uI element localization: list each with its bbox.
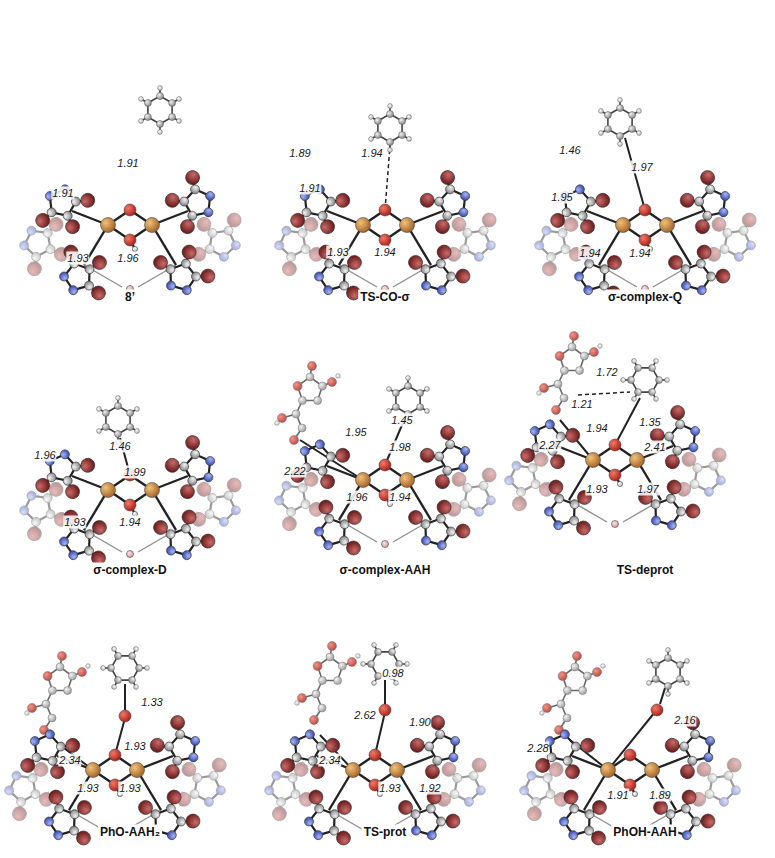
bond-length: 1.91 — [51, 187, 74, 200]
bond-length: 1.93 — [123, 740, 146, 753]
dicopper-complex — [531, 166, 761, 305]
dicopper-complex — [16, 431, 246, 570]
bond-length: 1.95 — [344, 426, 367, 439]
benzene — [621, 359, 670, 402]
bond-length: 2.22 — [283, 465, 306, 478]
bond-length: 1.35 — [638, 416, 661, 429]
bond-length: 1.93 — [66, 252, 89, 265]
c-o-bond — [660, 688, 665, 704]
bond-length: 1.91 — [298, 182, 321, 195]
ascorbic-acid — [275, 362, 341, 445]
bond-length: 1.92 — [418, 782, 441, 795]
benzene — [647, 648, 690, 697]
c-o-bond — [625, 138, 645, 210]
dicopper-complex — [1, 711, 231, 850]
bond-length: 1.99 — [123, 466, 146, 479]
oxygen — [119, 710, 131, 722]
bond-length: 2.34 — [58, 754, 81, 767]
bond-length: 1.94 — [388, 491, 411, 504]
bond-length: 1.94 — [118, 516, 141, 529]
bond-length: 1.95 — [550, 191, 573, 204]
bond-length: 1.93 — [326, 246, 349, 259]
benzene — [97, 396, 140, 445]
bond-length: 1.96 — [33, 449, 56, 462]
bond-length: 2.41 — [643, 441, 666, 454]
bond-length: 2.34 — [318, 754, 341, 767]
ascorbic-acid — [295, 642, 361, 725]
structure-name: PhO-AAH₂ — [98, 825, 162, 840]
oxygen — [379, 704, 391, 716]
bond-length: 1.21 — [570, 398, 593, 411]
h-transfer — [578, 392, 630, 395]
benzene — [599, 98, 642, 147]
structure-name: 8’ — [123, 290, 137, 305]
benzene — [369, 104, 412, 153]
structure-name: PhOH-AAH — [611, 825, 678, 840]
bond-length: 1.96 — [116, 252, 139, 265]
bond-length: 1.46 — [108, 440, 131, 453]
ascorbic-acid — [540, 652, 606, 735]
bond-length: 1.93 — [378, 782, 401, 795]
bond-length: 1.97 — [636, 483, 659, 496]
bond-length: 1.46 — [558, 144, 581, 157]
bond-length: 1.94 — [628, 247, 651, 260]
bond-length: 2.27 — [538, 439, 561, 452]
forming-bond — [385, 146, 390, 210]
bond-length: 1.98 — [388, 441, 411, 454]
bond-length: 1.94 — [585, 422, 608, 435]
oxygen — [651, 704, 663, 716]
bond-length: 1.89 — [648, 789, 671, 802]
bond-length: 1.89 — [288, 147, 311, 160]
dicopper-complex — [271, 421, 501, 560]
bond-length: 1.93 — [76, 782, 99, 795]
dicopper-complex — [271, 166, 501, 305]
bond-length: 1.94 — [360, 147, 383, 160]
bond-length: 2.28 — [526, 742, 549, 755]
dicopper-complex — [501, 401, 731, 540]
cu-o-bond — [608, 712, 655, 770]
structure-name: σ-complex-Q — [606, 290, 684, 305]
structure-name: σ-complex-D — [91, 563, 169, 578]
benzene — [139, 86, 182, 135]
bond-length: 2.62 — [353, 709, 376, 722]
bond-length: 1.91 — [116, 157, 139, 170]
dicopper-complex — [261, 711, 491, 850]
c-o-bond — [615, 398, 640, 445]
bond-length: 1.93 — [63, 516, 86, 529]
bond-length: 1.33 — [140, 696, 163, 709]
bond-length: 1.91 — [606, 789, 629, 802]
bond-length: 2.16 — [673, 714, 696, 727]
dicopper-complex — [516, 711, 746, 850]
bond-length: 1.72 — [595, 366, 618, 379]
c-o-bond — [384, 680, 386, 704]
benzene — [101, 647, 150, 690]
bond-length: 0.98 — [381, 667, 404, 680]
ascorbic-acid — [537, 332, 603, 415]
bond-length: 1.96 — [345, 491, 368, 504]
bond-length: 1.94 — [578, 247, 601, 260]
ascorbic-acid — [25, 652, 91, 735]
structure-name: TS-deprot — [615, 563, 676, 578]
dicopper-complex — [16, 166, 246, 305]
bond-length: 1.93 — [585, 483, 608, 496]
bond-length: 1.93 — [118, 782, 141, 795]
c-o-bond — [124, 684, 126, 710]
bond-length: 1.94 — [373, 246, 396, 259]
bond-length: 1.97 — [630, 161, 653, 174]
structure-name: TS-CO-σ — [358, 290, 412, 305]
structure-name: TS-prot — [362, 825, 409, 840]
bond-length: 1.90 — [408, 716, 431, 729]
structure-name: σ-complex-AAH — [338, 563, 433, 578]
benzene — [361, 643, 410, 686]
bond-length: 1.45 — [390, 414, 413, 427]
